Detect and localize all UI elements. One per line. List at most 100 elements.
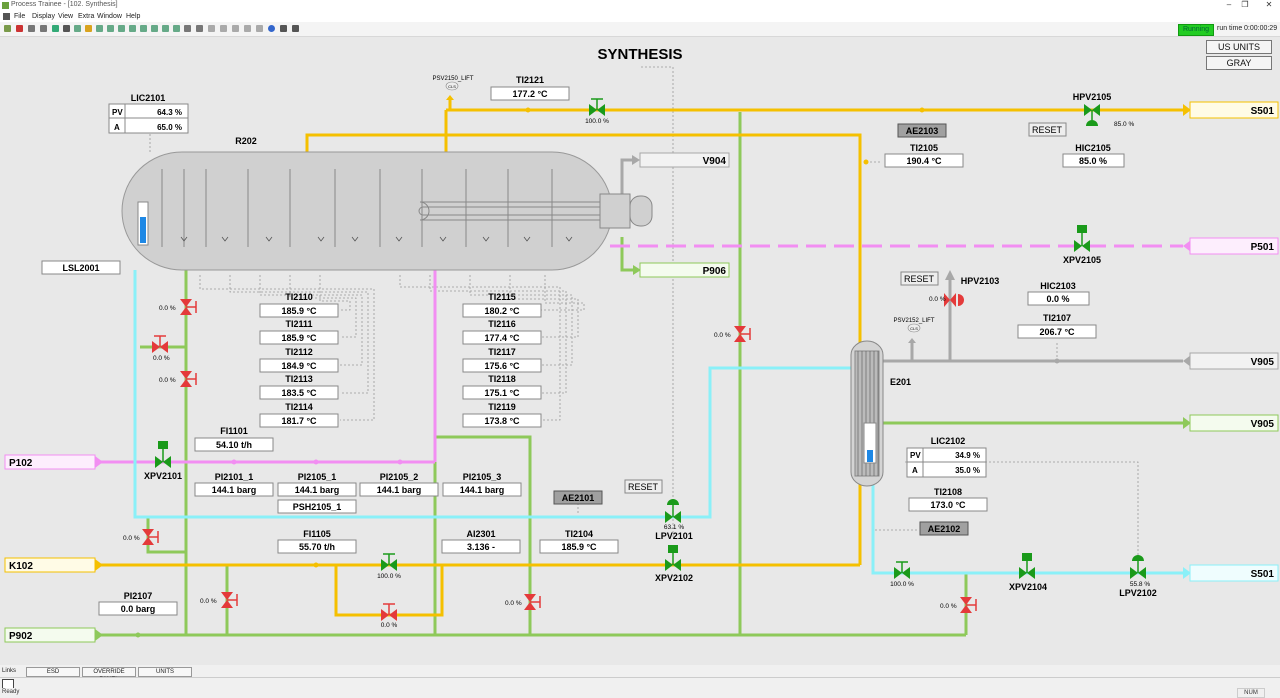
exchanger-e201[interactable] — [850, 340, 884, 487]
stream-p906[interactable]: P906 — [633, 262, 730, 278]
psv2152[interactable]: CLS — [907, 323, 921, 343]
menu-extra[interactable]: Extra — [78, 13, 95, 20]
ti2113[interactable]: TI2113 183.5 °C — [259, 374, 339, 400]
reset-button-hpv2105[interactable]: RESET — [1028, 122, 1067, 137]
arrow-left-icon[interactable] — [184, 25, 191, 32]
stream-s501-top[interactable]: S501 — [1183, 101, 1279, 119]
psh2105-1[interactable]: PSH2105_1 — [277, 499, 357, 514]
forward-icon[interactable] — [40, 25, 47, 32]
restore-icon[interactable]: ❐ — [1241, 0, 1249, 9]
print-icon[interactable] — [280, 25, 287, 32]
stream-p501[interactable]: P501 — [1183, 237, 1279, 255]
menu-help[interactable]: Help — [126, 13, 141, 20]
ti2121[interactable]: TI2121 177.2 °C — [490, 75, 570, 101]
pi2101-1[interactable]: PI2101_1 144.1 barg — [194, 472, 274, 497]
us-units-button[interactable]: US UNITS — [1206, 40, 1272, 54]
bell-icon[interactable] — [85, 25, 92, 32]
ti2118[interactable]: TI2118 175.1 °C — [462, 374, 542, 400]
valve-e201-outlet[interactable] — [894, 561, 910, 579]
valve-v6[interactable] — [221, 592, 238, 608]
link4-icon[interactable] — [244, 25, 251, 32]
pi2107[interactable]: PI2107 0.0 barg — [98, 591, 178, 616]
reactor-r202[interactable] — [121, 151, 653, 271]
hic2103[interactable]: HIC2103 0.0 % — [1027, 281, 1090, 306]
menu-display[interactable]: Display — [32, 13, 55, 20]
back-icon[interactable] — [28, 25, 35, 32]
link5-icon[interactable] — [256, 25, 263, 32]
valve-v5[interactable] — [142, 529, 159, 545]
valve-v2[interactable] — [152, 335, 168, 353]
link-icon[interactable] — [208, 25, 215, 32]
valve-xpv2102[interactable] — [665, 545, 681, 571]
valve-k102[interactable] — [381, 553, 397, 571]
minimize-icon[interactable]: – — [1226, 0, 1232, 9]
psv2150[interactable]: CLS — [445, 81, 459, 100]
system-menu-icon[interactable] — [3, 13, 10, 20]
ti2115[interactable]: TI2115 180.2 °C — [462, 292, 542, 318]
window8-icon[interactable] — [173, 25, 180, 32]
hic2105[interactable]: HIC2105 85.0 % — [1062, 143, 1125, 168]
valve-k102-bypass[interactable] — [381, 603, 397, 621]
ai2301[interactable]: AI2301 3.136 - — [441, 529, 521, 554]
window5-icon[interactable] — [140, 25, 147, 32]
ti2104[interactable]: TI2104 185.9 °C — [539, 529, 619, 554]
menu-view[interactable]: View — [58, 13, 74, 20]
close-icon[interactable]: ✕ — [1265, 0, 1273, 9]
gray-button[interactable]: GRAY — [1206, 56, 1272, 70]
stream-k102[interactable]: K102 — [4, 557, 103, 573]
valve-hpv2105[interactable] — [1084, 104, 1100, 126]
link3-icon[interactable] — [232, 25, 239, 32]
menu-window[interactable]: Window — [97, 13, 122, 20]
valve-lpv2102[interactable] — [1130, 555, 1146, 579]
ti2107[interactable]: TI2107 206.7 °C — [1017, 313, 1097, 339]
link-esd[interactable]: ESD — [26, 667, 80, 677]
valve-xpv2101[interactable] — [155, 441, 171, 468]
valve-lpv2101[interactable] — [665, 499, 681, 523]
window7-icon[interactable] — [162, 25, 169, 32]
valve-s501-top[interactable] — [589, 98, 605, 116]
valve-v8[interactable] — [960, 597, 977, 613]
pi2105-2[interactable]: PI2105_2 144.1 barg — [359, 472, 439, 497]
ti2119[interactable]: TI2119 173.8 °C — [462, 402, 542, 428]
new-icon[interactable] — [4, 25, 11, 32]
valve-v4[interactable] — [734, 326, 751, 342]
stream-p902[interactable]: P902 — [4, 627, 103, 643]
link-units[interactable]: UNITS — [138, 667, 192, 677]
lic2102-faceplate[interactable]: LIC2102 PV 34.9 % A 35.0 % — [906, 436, 987, 478]
stop-icon[interactable] — [16, 25, 23, 32]
ae2103[interactable]: AE2103 — [897, 123, 947, 138]
ti2117[interactable]: TI2117 175.6 °C — [462, 347, 542, 373]
stream-v904[interactable]: V904 — [632, 152, 730, 168]
stream-v905-a[interactable]: V905 — [1183, 352, 1279, 370]
ti2112[interactable]: TI2112 184.9 °C — [259, 347, 339, 373]
grid-icon[interactable] — [63, 25, 70, 32]
lsl2001[interactable]: LSL2001 — [41, 260, 121, 275]
stream-s501-bottom[interactable]: S501 — [1183, 564, 1279, 582]
window2-icon[interactable] — [107, 25, 114, 32]
ti2116[interactable]: TI2116 177.4 °C — [462, 319, 542, 345]
window4-icon[interactable] — [129, 25, 136, 32]
arrow-right-icon[interactable] — [196, 25, 203, 32]
valve-xpv2104[interactable] — [1019, 553, 1035, 579]
fi1101[interactable]: FI1101 54.10 t/h — [194, 426, 274, 452]
ti2114[interactable]: TI2114 181.7 °C — [259, 402, 339, 428]
ae2101[interactable]: AE2101 — [553, 490, 603, 505]
valve-v7[interactable] — [524, 594, 541, 610]
info-icon[interactable] — [268, 25, 275, 32]
layout-icon[interactable] — [74, 25, 81, 32]
ti2105[interactable]: TI2105 190.4 °C — [884, 143, 964, 168]
valve-v1[interactable] — [180, 299, 197, 315]
save-icon[interactable] — [52, 25, 59, 32]
valve-hpv2103[interactable] — [944, 293, 964, 307]
pi2105-1[interactable]: PI2105_1 144.1 barg — [277, 472, 357, 497]
link2-icon[interactable] — [220, 25, 227, 32]
ti2110[interactable]: TI2110 185.9 °C — [259, 292, 339, 318]
valve-v3[interactable] — [180, 371, 197, 387]
ti2111[interactable]: TI2111 185.9 °C — [259, 319, 339, 345]
fi1105[interactable]: FI1105 55.70 t/h — [277, 529, 357, 554]
ae2102[interactable]: AE2102 — [919, 521, 969, 536]
menu-file[interactable]: File — [14, 13, 26, 20]
pi2105-3[interactable]: PI2105_3 144.1 barg — [442, 472, 522, 497]
stream-v905-b[interactable]: V905 — [1183, 414, 1279, 432]
lic2101-faceplate[interactable]: LIC2101 PV 64.3 % A 65.0 % — [108, 93, 189, 134]
